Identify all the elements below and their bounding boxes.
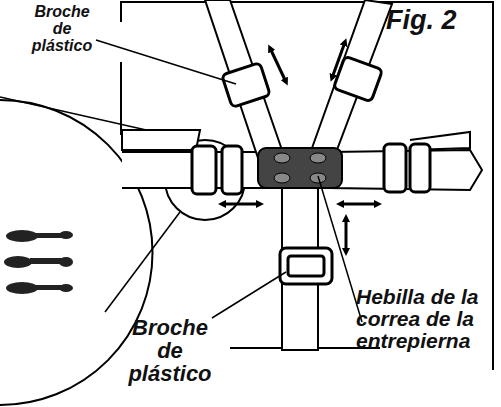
- crotch-buckle: [258, 148, 342, 188]
- plastic-clip: [192, 56, 430, 284]
- part-label: Hebilla de la correa de la entrepierna: [356, 286, 498, 352]
- part-label: Broche de plástico: [24, 4, 100, 54]
- leader-line: [96, 40, 362, 322]
- part-label: Broche de plástico: [118, 316, 222, 385]
- clip-detail: [4, 230, 73, 294]
- figure-number: Fig. 2: [386, 6, 486, 34]
- adjust-arrow: [222, 42, 378, 252]
- magnifier-line: [105, 212, 180, 312]
